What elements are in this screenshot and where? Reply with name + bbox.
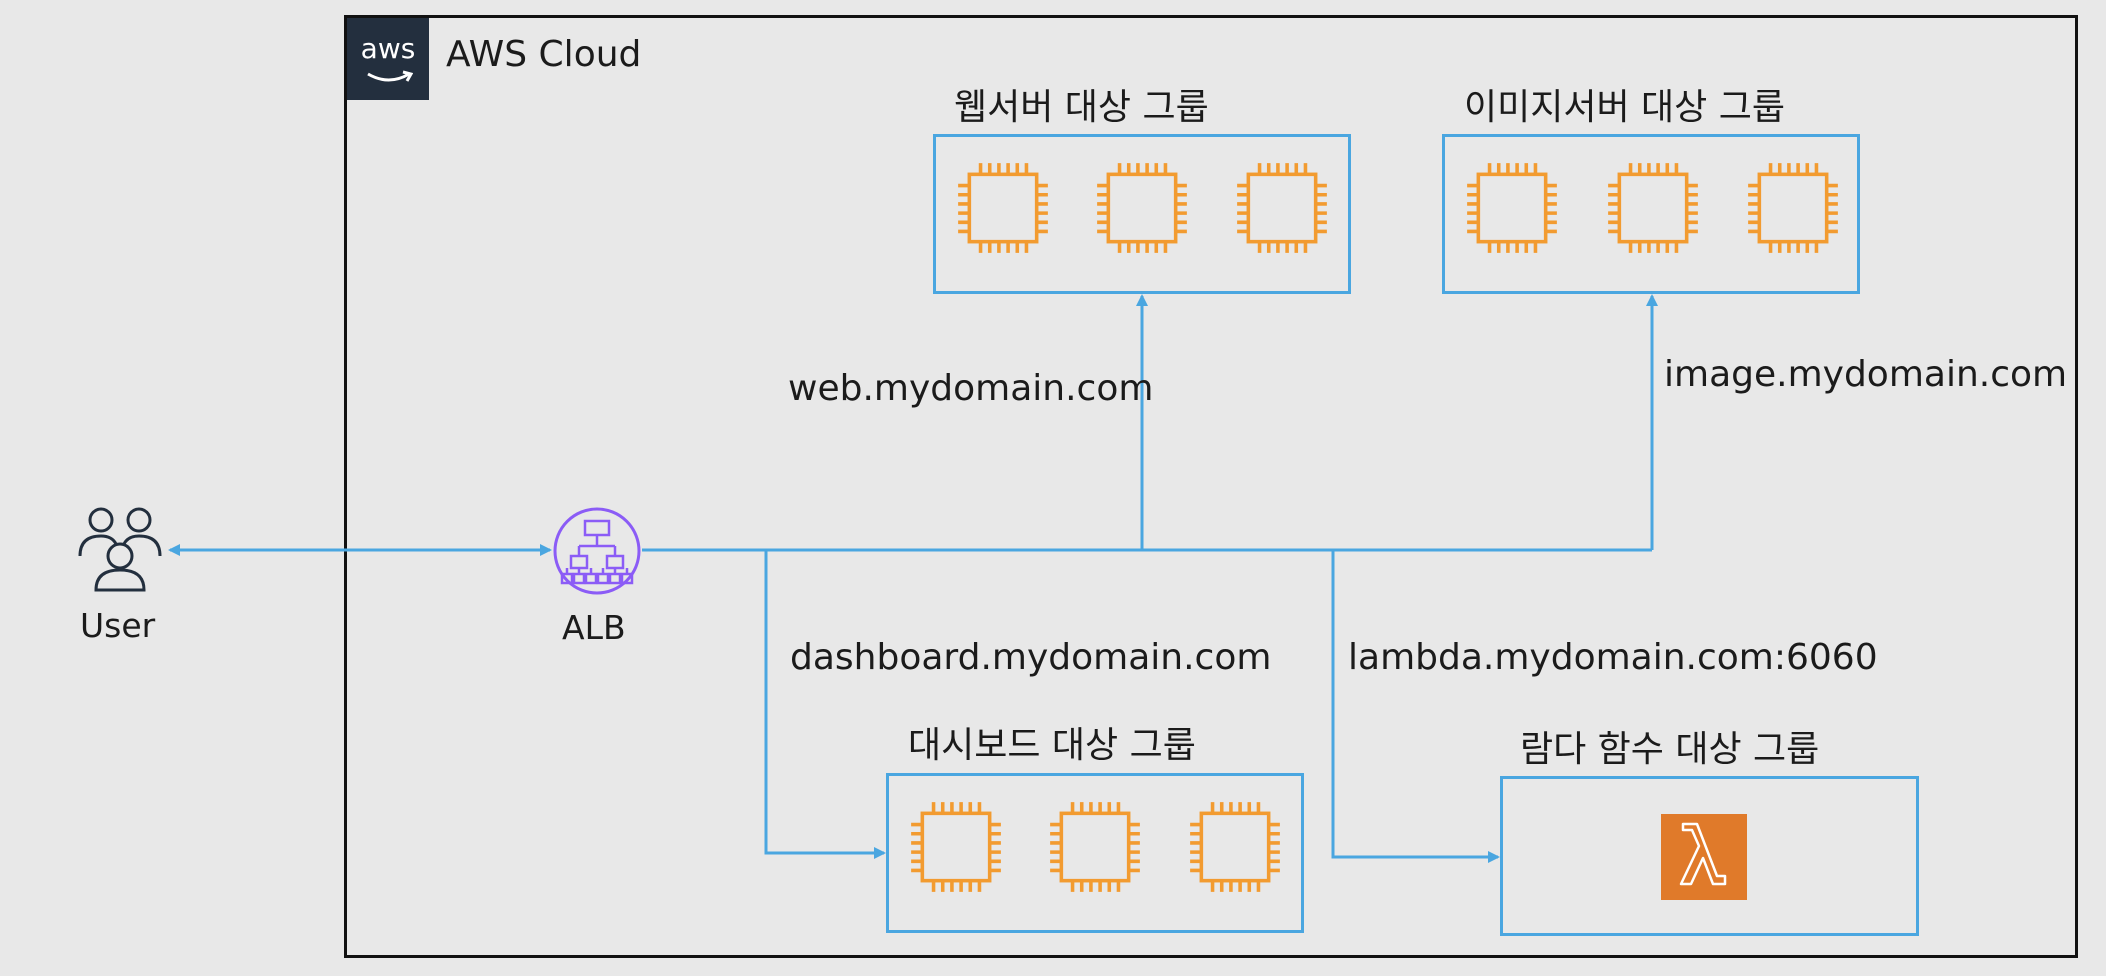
aws-logo-text: aws: [360, 32, 416, 65]
ec2-instance-icon: [1602, 157, 1704, 259]
ec2-instance-icon: [1461, 157, 1563, 259]
web-route-label: web.mydomain.com: [788, 368, 1154, 409]
aws-smile-icon: [367, 70, 413, 82]
dashboard-route-line: [764, 550, 886, 859]
ec2-instance-icon: [905, 796, 1007, 898]
user-label: User: [80, 606, 156, 645]
lambda-target-group: [1500, 776, 1919, 936]
web-target-group: [933, 134, 1351, 294]
image-route-label: image.mydomain.com: [1664, 354, 2068, 395]
aws-logo-icon: aws: [347, 18, 429, 100]
users-icon: [78, 507, 162, 592]
alb-label: ALB: [562, 608, 626, 647]
aws-cloud-title: AWS Cloud: [446, 34, 642, 75]
ec2-instance-icon: [1184, 796, 1286, 898]
load-balancer-icon: [553, 507, 641, 595]
dashboard-target-group: [886, 773, 1304, 933]
ec2-instance-icon: [952, 157, 1054, 259]
image-target-group: [1442, 134, 1860, 294]
web-group-title: 웹서버 대상 그룹: [954, 87, 1209, 128]
lambda-function-icon: [1661, 814, 1747, 900]
ec2-instance-icon: [1044, 796, 1146, 898]
image-group-title: 이미지서버 대상 그룹: [1464, 87, 1785, 128]
ec2-instance-icon: [1742, 157, 1844, 259]
lambda-group-title: 람다 함수 대상 그룹: [1520, 729, 1820, 770]
ec2-instance-icon: [1091, 157, 1193, 259]
dashboard-route-label: dashboard.mydomain.com: [790, 637, 1272, 678]
ec2-instance-icon: [1231, 157, 1333, 259]
dashboard-group-title: 대시보드 대상 그룹: [908, 725, 1196, 766]
lambda-route-label: lambda.mydomain.com:6060: [1348, 637, 1878, 678]
lambda-route-line: [1331, 550, 1500, 863]
aws-cloud-boundary: [344, 15, 2078, 958]
